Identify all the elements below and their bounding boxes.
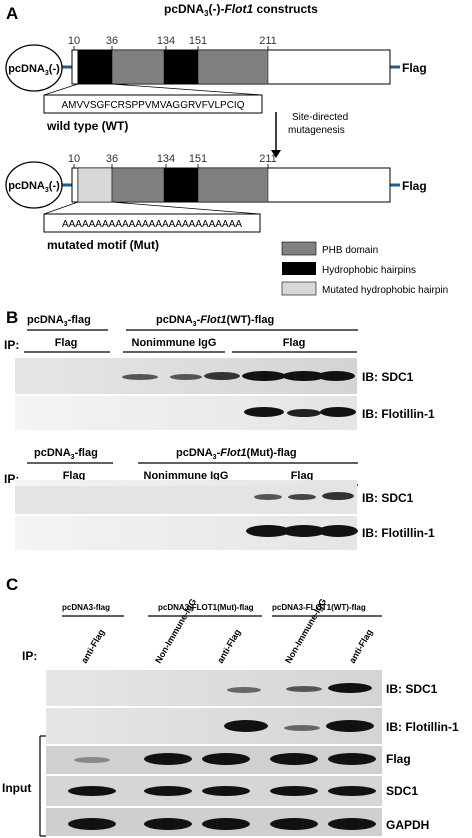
b-bottom-blot2-label: IB: Flotillin-1 <box>362 526 435 540</box>
b-top-blot1-label: IB: SDC1 <box>362 370 414 384</box>
position-134-mut: 134 <box>157 153 175 165</box>
vector-oval-mut <box>5 161 63 209</box>
panel-b-letter: B <box>6 308 18 327</box>
c-blot-gapdh: GAPDH <box>46 808 429 836</box>
arrow-label-1: Site-directed <box>292 112 348 123</box>
flag-tag-wt: Flag <box>402 61 427 75</box>
input-bracket: Input <box>2 735 46 837</box>
arrow-label-2: mutagenesis <box>288 125 345 136</box>
position-10-wt: 10 <box>68 35 80 47</box>
c-blot-flag: Flag <box>46 746 411 774</box>
c-group3: pcDNA3-FLOT1(WT)-flag <box>272 603 366 612</box>
position-151-mut: 151 <box>189 153 207 165</box>
mutagenesis-arrow: Site-directed mutagenesis <box>271 112 348 158</box>
b-bottom-group2: pcDNA3-Flot1(Mut)-flag <box>176 447 297 461</box>
panel-c-header: pcDNA3-flag pcDNA3-FLOT1(Mut)-flag pcDNA… <box>22 597 382 665</box>
b-top-blot2-label: IB: Flotillin-1 <box>362 407 435 421</box>
position-36-wt: 36 <box>106 35 118 47</box>
b-top-blot-flotillin: IB: Flotillin-1 <box>15 396 435 430</box>
phb-block-mut-1 <box>111 167 165 203</box>
position-211-mut: 211 <box>259 153 277 165</box>
b-top-ip2: Nonimmune IgG <box>132 337 217 349</box>
vector-label-wt: pcDNA3(-) <box>8 63 60 77</box>
b-top-group2: pcDNA3-Flot1(WT)-flag <box>156 314 274 328</box>
c-blot-sdc1: IB: SDC1 <box>46 670 438 706</box>
hairpin-block-wt-1 <box>78 50 112 84</box>
b-top-blot-sdc1: IB: SDC1 <box>15 358 414 394</box>
vector-oval-wt <box>5 44 63 92</box>
position-36-mut: 36 <box>106 153 118 165</box>
position-151-wt: 151 <box>189 35 207 47</box>
hairpin-block-mut-2 <box>164 168 198 202</box>
c-blot2-label: IB: Flotillin-1 <box>386 720 459 734</box>
panel-b-bottom-header: pcDNA3-flag pcDNA3-Flot1(Mut)-flag IP: F… <box>4 447 358 486</box>
panel-b-top-header: pcDNA3-flag pcDNA3-Flot1(WT)-flag IP: Fl… <box>4 314 358 353</box>
mut-construct: pcDNA3(-) 10 36 134 151 211 Flag AAAAAAA… <box>5 153 427 252</box>
position-211-wt: 211 <box>259 35 277 47</box>
input-label: Input <box>2 781 31 795</box>
b-bottom-blot-flotillin: IB: Flotillin-1 <box>15 516 435 550</box>
c-blot-input-sdc1: SDC1 <box>46 776 418 806</box>
b-top-ip1: Flag <box>55 337 78 349</box>
mut-label: mutated motif (Mut) <box>47 238 159 252</box>
c-lane-1: anti-Flag <box>79 628 106 665</box>
mut-sequence-box <box>43 213 261 233</box>
mut-sequence: AAAAAAAAAAAAAAAAAAAAAAAAAAA <box>62 219 242 230</box>
b-bottom-blot-sdc1: IB: SDC1 <box>15 480 414 514</box>
c-blot4-label: SDC1 <box>386 784 418 798</box>
vector-label-mut: pcDNA3(-) <box>8 180 60 194</box>
position-134-wt: 134 <box>157 35 175 47</box>
b-bottom-blot1-label: IB: SDC1 <box>362 491 414 505</box>
b-bottom-ip1: Flag <box>63 470 86 482</box>
hairpin-block-wt-2 <box>164 50 198 84</box>
phb-block-wt-2 <box>197 49 269 85</box>
c-blot-flotillin: IB: Flotillin-1 <box>46 708 459 744</box>
panel-a-title: pcDNA3(-)-Flot1 constructs <box>164 2 318 18</box>
flag-tag-mut: Flag <box>402 179 427 193</box>
c-group1: pcDNA3-flag <box>62 603 110 612</box>
b-bottom-ip3: Flag <box>291 470 314 482</box>
c-lane-3: anti-Flag <box>215 628 242 665</box>
c-lane-5: anti-Flag <box>347 628 374 665</box>
phb-block-mut-2 <box>197 167 269 203</box>
legend-swatch-mutated <box>281 281 317 296</box>
position-10-mut: 10 <box>68 153 80 165</box>
wt-sequence: AMVVSGFCRSPPVMVAGGRVFVLPCIQ <box>61 100 244 111</box>
legend: PHB domain Hydrophobic hairpins Mutated … <box>281 241 448 296</box>
c-ip-label: IP: <box>22 649 37 663</box>
c-blot5-label: GAPDH <box>386 818 429 832</box>
b-top-group1: pcDNA3-flag <box>27 314 91 328</box>
wt-construct: pcDNA3(-) 10 36 134 151 211 Flag AMVVSGF… <box>5 35 427 133</box>
panel-c-letter: C <box>6 575 18 594</box>
b-top-ip3: Flag <box>283 337 306 349</box>
b-bottom-group1: pcDNA3-flag <box>34 447 98 461</box>
legend-swatch-hairpin <box>282 262 316 275</box>
panel-a-letter: A <box>6 4 18 23</box>
wt-label: wild type (WT) <box>46 119 128 133</box>
wt-sequence-box <box>43 94 263 114</box>
c-group2: pcDNA3-FLOT1(Mut)-flag <box>158 603 254 612</box>
legend-label-phb: PHB domain <box>322 245 378 256</box>
c-blot3-label: Flag <box>386 752 411 766</box>
legend-swatch-phb <box>281 241 317 256</box>
c-blot1-label: IB: SDC1 <box>386 682 438 696</box>
mutated-hairpin-block <box>77 167 113 203</box>
b-top-ip-label: IP: <box>4 338 19 352</box>
phb-block-wt-1 <box>111 49 165 85</box>
legend-label-hairpin: Hydrophobic hairpins <box>322 265 416 276</box>
legend-label-mutated: Mutated hydrophobic hairpin <box>322 285 448 296</box>
b-bottom-ip2: Nonimmune IgG <box>144 470 229 482</box>
